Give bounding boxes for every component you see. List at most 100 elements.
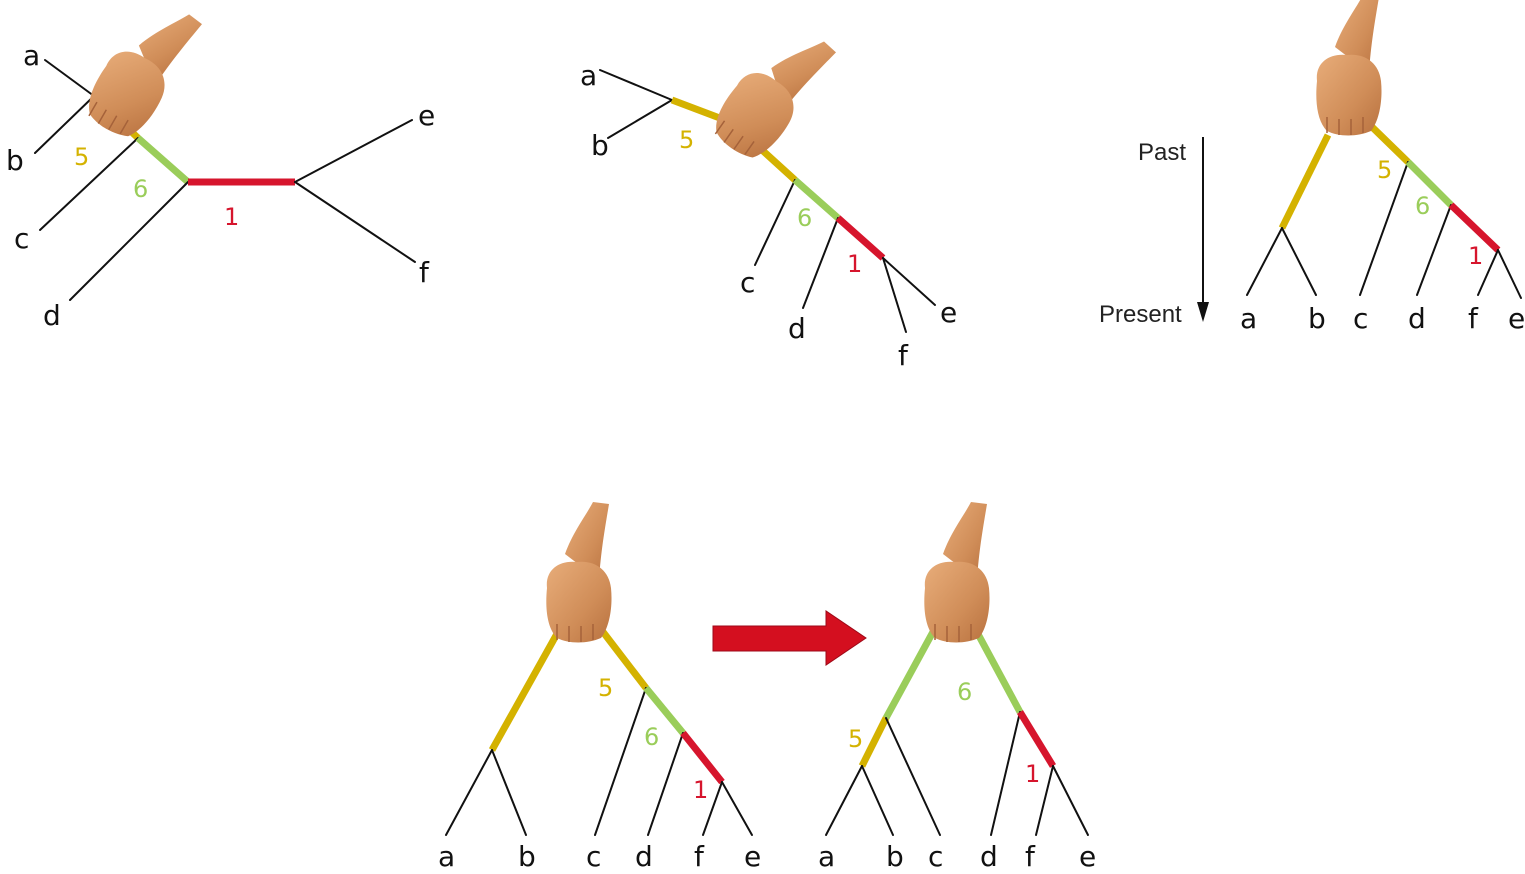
branch-d [990,711,1021,836]
branch-d [802,217,839,309]
hand-icon [77,0,206,147]
leaf-label-b: b [591,129,609,162]
branch-5-upper [670,96,727,124]
leaf-label-f: f [1468,302,1479,335]
branch-1 [1017,710,1056,768]
panel-rooted: Past Present a b c d f e 5 6 1 [1099,0,1525,335]
branch-to-ab [488,630,562,752]
branch-number-1: 1 [1025,760,1040,788]
leaf-label-c: c [14,222,29,255]
leaf-label-a: a [23,39,40,72]
branch-d [1416,204,1452,296]
branch-number-6: 6 [644,723,659,751]
branch-c [885,717,941,836]
leaf-label-a: a [818,840,835,869]
branch-c [1359,161,1409,296]
panel-rooted-after: a b c d f e 5 6 1 [818,501,1096,873]
branch-to-ab [1278,133,1332,230]
panel-rooted-before: a b c d f e 5 6 1 [438,501,761,873]
branch-f [1035,765,1054,836]
branch-number-5: 5 [1377,156,1392,184]
branch-e [721,781,753,836]
branch-number-6: 6 [1415,192,1430,220]
branch-a [1246,227,1283,296]
branch-1 [1448,202,1501,253]
hand-icon [1315,0,1383,137]
branch-f [882,257,907,333]
branch-f [294,181,416,263]
branch-6 [135,135,191,185]
hand-icon [923,501,991,644]
branch-number-1: 1 [1468,242,1483,270]
branch-1 [835,215,886,261]
panel-pivot: a b c d e f 5 6 1 [580,14,957,372]
leaf-label-b: b [1308,302,1326,335]
branch-b [607,99,673,139]
axis-label-present: Present [1099,301,1182,328]
leaf-label-a: a [1240,302,1257,335]
leaf-label-f: f [1025,840,1036,869]
branch-number-1: 1 [847,250,862,278]
leaf-label-b: b [6,144,24,177]
axis-label-past: Past [1138,139,1186,166]
branch-a [599,69,673,101]
leaf-label-e: e [744,840,761,869]
branch-6 [1405,159,1454,208]
leaf-label-c: c [1353,302,1368,335]
branch-a [825,765,863,836]
branch-number-6: 6 [957,678,972,706]
branch-e [294,119,413,183]
branch-a [44,59,95,97]
leaf-label-f: f [419,256,430,289]
branch-e [882,257,936,306]
leaf-label-e: e [1079,840,1096,869]
branch-f [1477,249,1499,296]
branch-a [445,749,493,836]
branch-d [69,181,189,301]
leaf-label-e: e [418,99,435,132]
branch-number-5: 5 [679,126,694,154]
branch-1 [680,730,725,785]
branch-6-left [882,628,938,720]
leaf-label-d: d [43,299,61,332]
branch-5 [858,716,890,768]
branch-f [702,781,723,836]
leaf-label-b: b [518,840,536,869]
branch-e [1052,765,1089,836]
branch-5 [597,625,649,691]
branch-c [39,137,139,231]
hand-icon [545,501,613,644]
panel-unrooted: a b c d e f 5 6 1 [6,0,435,332]
down-arrow-icon [1197,137,1209,322]
branch-e [1497,249,1522,299]
branch-b [491,749,527,836]
leaf-label-b: b [886,840,904,869]
branch-6-right [974,632,1024,714]
hand-icon [704,14,840,168]
branch-b [861,765,894,836]
branch-5 [1367,122,1411,165]
branch-6 [792,177,841,221]
branch-number-6: 6 [797,204,812,232]
branch-6 [643,685,686,736]
leaf-label-a: a [580,59,597,92]
leaf-label-f: f [694,840,705,869]
branch-b [34,95,95,154]
leaf-label-d: d [1408,302,1426,335]
leaf-label-f: f [898,339,909,372]
branch-5-lower [759,147,798,183]
branch-number-5: 5 [848,725,863,753]
leaf-label-c: c [586,840,601,869]
branch-number-1: 1 [693,776,708,804]
leaf-label-d: d [635,840,653,869]
branch-number-5: 5 [598,674,613,702]
right-arrow-icon [712,610,867,666]
leaf-label-a: a [438,840,455,869]
leaf-label-c: c [928,840,943,869]
branch-c [594,687,647,836]
leaf-label-e: e [940,296,957,329]
branch-number-5: 5 [74,143,89,171]
branch-d [647,732,684,836]
